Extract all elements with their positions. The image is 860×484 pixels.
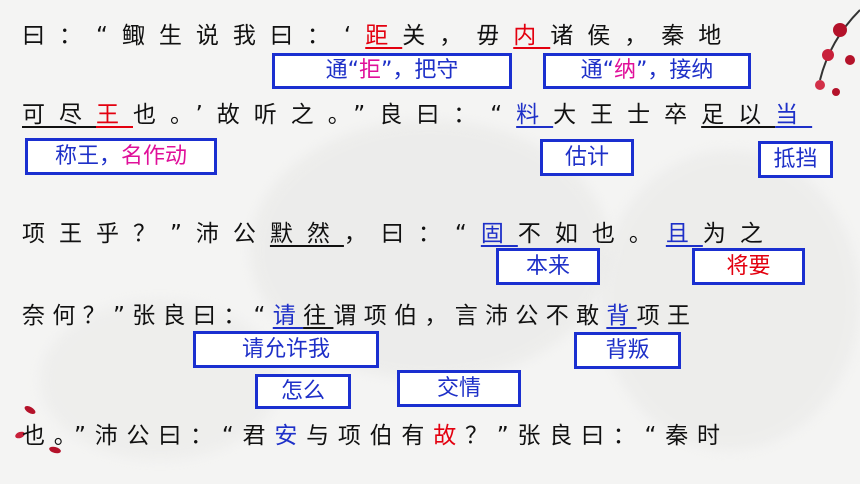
annotation-text: 将要 [726,253,771,279]
text-segment: 也。”沛公曰：“君 [22,423,275,449]
text-segment: 项王乎？”沛公 [22,221,270,247]
annotation-text: 称王， [54,143,121,169]
annotation-text: 请允许我 [241,336,330,362]
text-segment: 大王士卒 [553,102,702,128]
annotated-word: 当 [775,102,813,128]
annotated-word: 足以 [701,102,776,128]
annotated-word: 往 [303,303,334,329]
annotation-text: 拒 [358,58,381,83]
annotation-box: 交情 [397,370,521,407]
annotation-text: 抵挡 [773,146,818,172]
annotation-box: 通“拒”，把守 [272,53,512,89]
annotated-word: 且 [665,221,703,247]
text-line-3: 项王乎？”沛公默然，曰：“固不如也。且为之 [22,214,777,248]
text-segment: ，曰：“ [343,221,481,247]
annotation-text: 名作动 [121,143,188,169]
annotated-word: 背 [606,303,637,329]
text-segment: 曰：“鲰生说我曰：‘ [22,23,366,49]
annotation-box: 本来 [496,248,600,285]
petal-icon [15,406,61,454]
text-line-5: 也。”沛公曰：“君安与项伯有故？”张良曰：“秦时 [22,416,729,450]
text-segment: 与项伯有 [306,423,434,449]
text-segment: 诸侯，秦地 [550,23,736,49]
text-segment: 项王 [636,303,698,329]
text-line-2: 可尽王也。’故听之。”良曰：“料大王士卒足以当 [22,95,812,129]
annotated-word: 请 [272,303,304,329]
text-line-1: 曰：“鲰生说我曰：‘距关，毋内诸侯，秦地 [22,16,735,50]
text-segment: ？”张良曰：“秦时 [464,423,729,449]
annotation-box: 估计 [540,139,634,176]
annotation-text: 交情 [436,375,481,401]
annotated-word: 内 [513,23,551,49]
annotation-text: 怎么 [280,378,325,404]
text-segment: 为之 [702,221,777,247]
annotated-word: 王 [96,102,133,128]
text-segment: 奈何？”张良曰：“ [22,303,273,329]
annotation-box: 怎么 [255,374,351,409]
annotated-word: 料 [516,102,554,128]
annotation-text: 背叛 [605,337,650,363]
annotated-word: 距 [365,23,403,49]
annotation-text: ”，把守 [381,58,459,83]
text-line-4: 奈何？”张良曰：“请往谓项伯，言沛公不敢背项王 [22,296,697,330]
ink-wash-background [600,150,860,450]
annotation-text: 通“ [325,58,359,83]
annotated-word: 默然 [269,221,344,247]
annotation-text: 纳 [613,58,636,83]
annotated-word: 固 [480,221,518,247]
plum-blossom-icon [815,9,860,96]
annotated-word: 可尽 [22,102,96,128]
text-segment: 谓项伯，言沛公不敢 [333,303,607,329]
annotation-text: 估计 [564,144,609,170]
text-segment: 不如也。 [517,221,666,247]
annotation-text: 本来 [525,253,570,279]
annotation-box: 通“纳”，接纳 [543,53,751,89]
text-segment: 安 [274,423,307,449]
annotation-box: 背叛 [574,332,681,369]
text-segment: 也。’故听之。”良曰：“ [133,102,517,128]
annotation-box: 称王，名作动 [25,138,217,175]
annotation-box: 将要 [692,248,805,285]
annotation-box: 请允许我 [193,331,379,368]
annotation-box: 抵挡 [758,141,833,178]
annotation-text: 通“ [580,58,614,83]
annotation-text: ”，接纳 [636,58,714,83]
text-segment: 关， [402,23,477,49]
text-segment: 毋 [476,23,514,49]
ink-wash-background [40,300,280,460]
text-segment: 故 [433,423,465,449]
